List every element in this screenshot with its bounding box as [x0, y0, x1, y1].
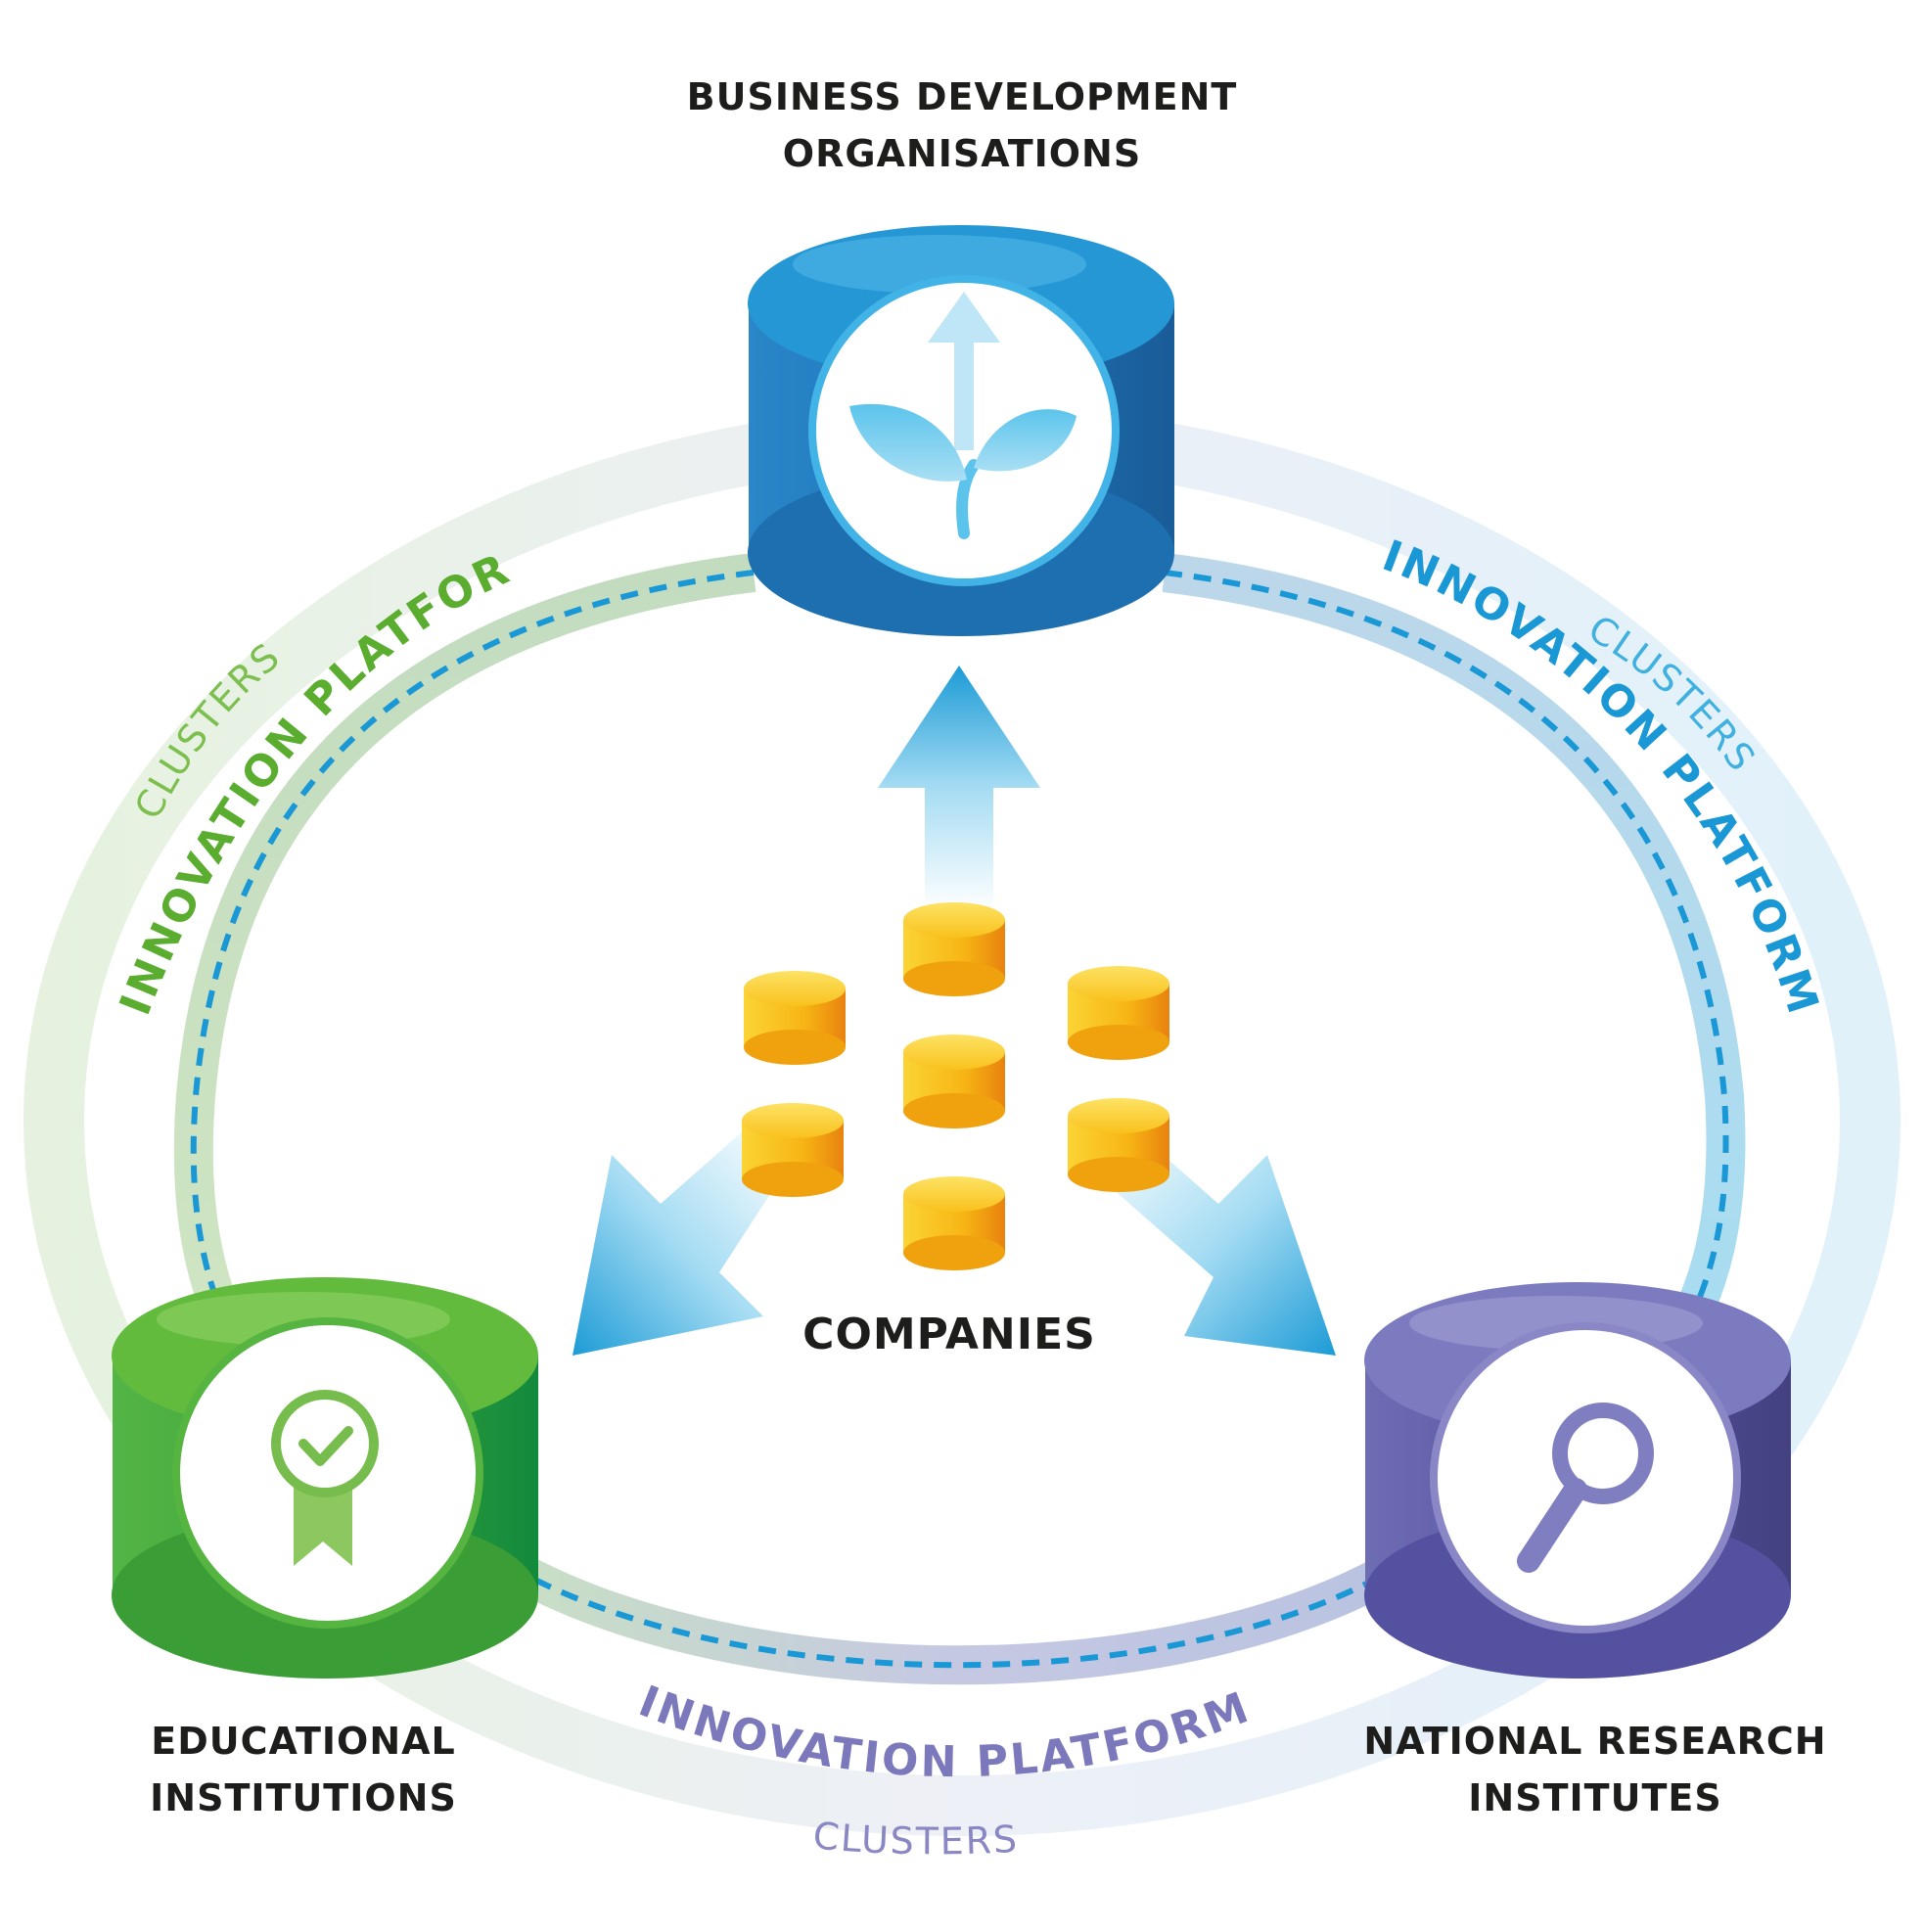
education-label-line1: EDUCATIONAL	[151, 1720, 456, 1763]
dashed-connector-right	[1164, 570, 1729, 1353]
educational-institutions-label: EDUCATIONAL INSTITUTIONS	[39, 1713, 568, 1826]
arrow-to-education	[573, 1130, 783, 1356]
coin-icon	[903, 1176, 1005, 1270]
dashed-connector-left	[190, 570, 755, 1362]
coin-icon	[903, 902, 1005, 996]
coin-icon	[1068, 966, 1169, 1060]
arrow-up-to-business	[878, 666, 1040, 910]
research-institutes-node	[1364, 1282, 1791, 1679]
research-label-line2: INSTITUTES	[1468, 1776, 1722, 1819]
companies-coin-cluster	[742, 902, 1169, 1270]
education-label-line2: INSTITUTIONS	[150, 1776, 457, 1819]
business-label-line2: ORGANISATIONS	[782, 132, 1142, 175]
inner-ring-bottom	[499, 1548, 1410, 1685]
research-label-line1: NATIONAL RESEARCH	[1363, 1720, 1827, 1763]
coin-icon	[903, 1035, 1005, 1128]
business-development-node	[748, 225, 1174, 636]
research-institutes-label: NATIONAL RESEARCH INSTITUTES	[1302, 1713, 1889, 1826]
educational-institutions-node	[112, 1277, 538, 1679]
companies-label: COMPANIES	[705, 1307, 1194, 1363]
award-ribbon-check-icon	[271, 1390, 379, 1566]
bottom-clusters-label: CLUSTERS	[811, 1814, 1020, 1863]
arrow-to-research	[1096, 1130, 1336, 1356]
dashed-connector-bottom	[507, 1563, 1401, 1669]
business-development-label: BUSINESS DEVELOPMENT ORGANISATIONS	[571, 69, 1353, 182]
coin-icon	[1068, 1098, 1169, 1192]
coin-icon	[744, 971, 846, 1065]
companies-label-text: COMPANIES	[802, 1310, 1096, 1359]
business-label-line1: BUSINESS DEVELOPMENT	[686, 75, 1238, 118]
magnifying-glass-icon	[1517, 1403, 1654, 1573]
coin-icon	[742, 1103, 844, 1197]
growing-plant-icon	[849, 292, 1077, 539]
